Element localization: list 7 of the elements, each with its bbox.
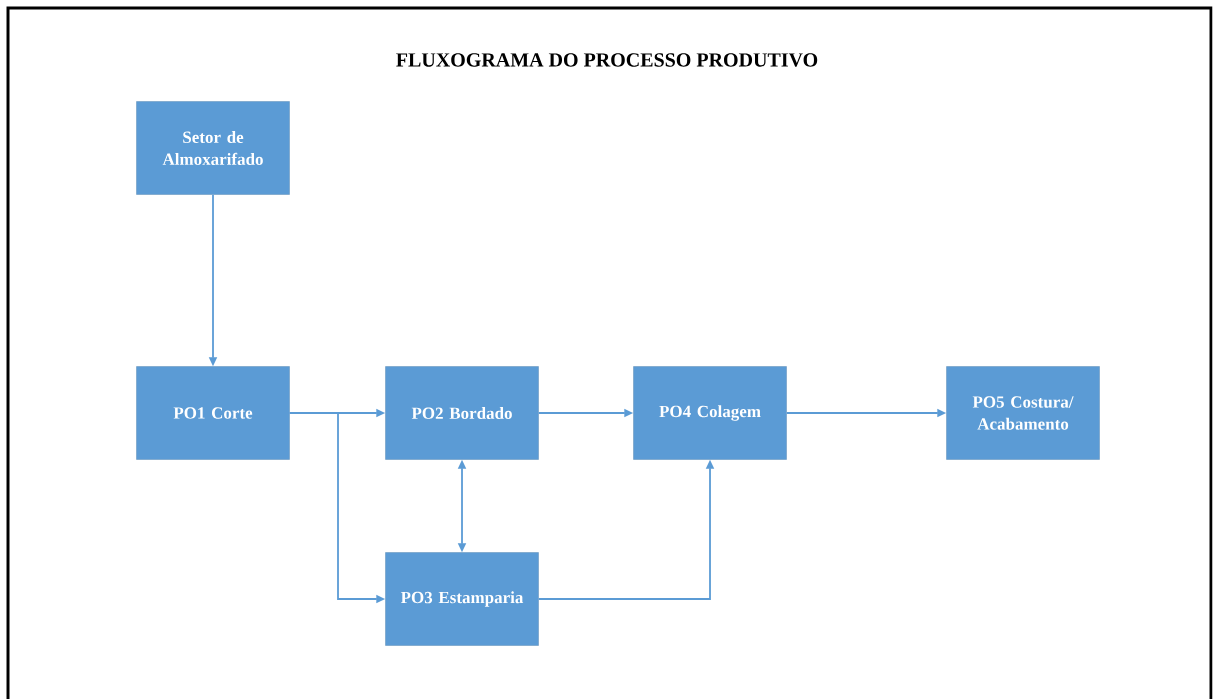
process-box: PO3 Estamparia [385,552,539,646]
process-box: PO2 Bordado [385,366,539,460]
process-box: PO4 Colagem [633,366,787,460]
process-box: PO1 Corte [136,366,290,460]
process-box: PO5 Costura/ Acabamento [946,366,1100,460]
title: FLUXOGRAMA DO PROCESSO PRODUTIVO [396,53,818,67]
process-box: Setor de Almoxarifado [136,101,290,195]
